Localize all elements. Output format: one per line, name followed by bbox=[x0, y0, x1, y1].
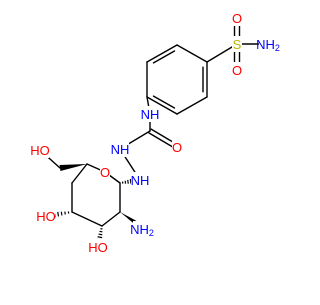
hash-stroke bbox=[128, 180, 129, 184]
hash-stroke bbox=[58, 212, 59, 217]
c2-amino-label: NH2 bbox=[130, 221, 157, 238]
atom-symbol: NH bbox=[141, 107, 160, 122]
atom-text: S bbox=[233, 37, 242, 52]
atom-text: NH bbox=[256, 37, 275, 52]
urea-nh-label: NH bbox=[141, 106, 160, 122]
sulfonamide-nh2-label: NH2 bbox=[256, 36, 283, 53]
atom-text: NH bbox=[130, 222, 149, 237]
atom-symbol: S bbox=[233, 37, 242, 52]
bond-ring-6-1 bbox=[177, 45, 207, 62]
sulfur-atom-label: S bbox=[232, 36, 242, 52]
atom-text: NH bbox=[141, 107, 160, 122]
carbonyl-oxygen-label: O bbox=[172, 139, 182, 155]
atom-symbol: O bbox=[172, 140, 182, 155]
hash-stroke bbox=[100, 231, 103, 232]
bond-c3-c2 bbox=[102, 212, 120, 226]
atom-subscript: 2 bbox=[275, 43, 280, 53]
hydrazine-nh-a-label: NH bbox=[111, 141, 130, 157]
atom-text: HO bbox=[30, 143, 50, 158]
atom-text: HO bbox=[36, 209, 56, 224]
atom-text: O bbox=[232, 63, 242, 78]
atom-text: NH bbox=[131, 173, 150, 188]
bond-layer bbox=[40, 18, 271, 246]
atom-symbol: O bbox=[100, 165, 110, 180]
hydrazine-nh-b-label: NH bbox=[131, 172, 150, 188]
atom-text: O bbox=[172, 140, 182, 155]
c3-hydroxyl-label: HO bbox=[88, 239, 108, 255]
bond-ring-5-6 bbox=[147, 45, 177, 62]
atom-text: O bbox=[232, 11, 242, 26]
sulfonyl-oxygen-top-label: O bbox=[232, 10, 242, 26]
hash-stroke bbox=[99, 234, 103, 235]
bond-ring-2-3 bbox=[177, 97, 207, 114]
atom-symbol: O bbox=[232, 63, 242, 78]
atom-text: NH bbox=[111, 142, 130, 157]
hash-stroke bbox=[98, 237, 103, 238]
sulfonyl-oxygen-bottom-label: O bbox=[232, 62, 242, 78]
hash-stroke bbox=[61, 212, 62, 216]
ring-oxygen-label: O bbox=[100, 164, 110, 180]
c4-hydroxyl-label: HO bbox=[36, 208, 56, 224]
atom-subscript: 2 bbox=[149, 228, 154, 238]
atom-text: HO bbox=[88, 240, 108, 255]
bond-c4-c3 bbox=[72, 212, 102, 226]
atom-symbol: HO bbox=[88, 240, 108, 255]
atom-symbol: HO bbox=[36, 209, 56, 224]
atom-symbol: O bbox=[232, 11, 242, 26]
atom-symbol: NH bbox=[111, 142, 130, 157]
hydroxymethyl-ho-label: HO bbox=[30, 142, 50, 158]
atom-text: O bbox=[100, 165, 110, 180]
atom-symbol: NH bbox=[131, 173, 150, 188]
atom-symbol: HO bbox=[30, 143, 50, 158]
